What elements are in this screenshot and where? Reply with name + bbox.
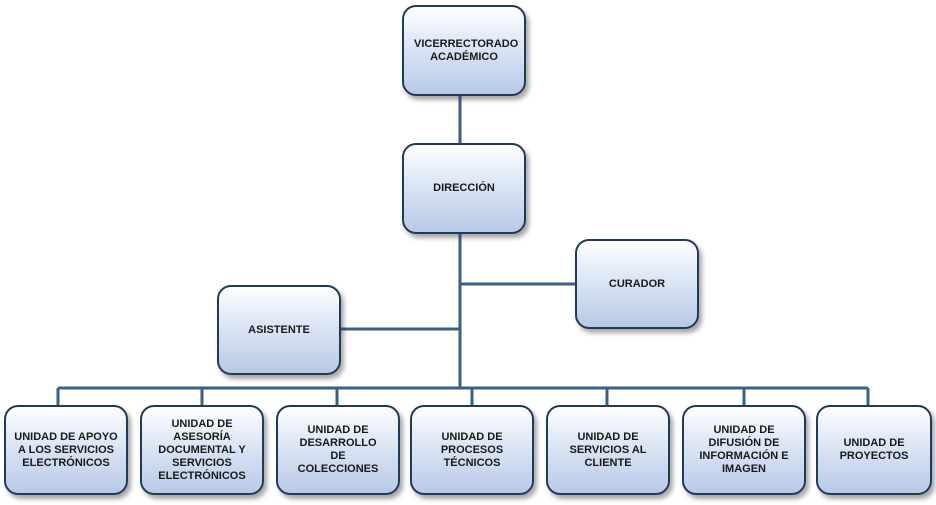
node-label: UNIDAD DE DESARROLLO DE COLECCIONES <box>297 424 379 475</box>
node-label: UNIDAD DE PROYECTOS <box>839 437 909 462</box>
node-unidad-servicios-cliente: UNIDAD DE SERVICIOS AL CLIENTE <box>546 405 670 495</box>
node-label: ASISTENTE <box>248 323 310 336</box>
node-label: UNIDAD DE DIFUSIÓN DE INFORMACIÓN E IMAG… <box>699 424 789 475</box>
node-label: VICERRECTORADO ACADÉMICO <box>414 37 519 63</box>
node-unidad-proyectos: UNIDAD DE PROYECTOS <box>816 405 932 495</box>
node-curador: CURADOR <box>575 239 699 329</box>
node-unidad-desarrollo-colecciones: UNIDAD DE DESARROLLO DE COLECCIONES <box>276 405 400 495</box>
node-label: UNIDAD DE SERVICIOS AL CLIENTE <box>569 430 647 469</box>
node-label: UNIDAD DE APOYO A LOS SERVICIOS ELECTRÓN… <box>14 430 118 469</box>
node-label: UNIDAD DE ASESORÍA DOCUMENTAL Y SERVICIO… <box>158 417 246 482</box>
node-vicerrectorado-academico: VICERRECTORADO ACADÉMICO <box>402 5 526 96</box>
node-unidad-procesos-tecnicos: UNIDAD DE PROCESOS TÉCNICOS <box>410 405 534 495</box>
node-label: UNIDAD DE PROCESOS TÉCNICOS <box>440 430 504 469</box>
node-unidad-apoyo-servicios-electronicos: UNIDAD DE APOYO A LOS SERVICIOS ELECTRÓN… <box>4 405 128 495</box>
node-unidad-difusion-informacion: UNIDAD DE DIFUSIÓN DE INFORMACIÓN E IMAG… <box>682 405 806 495</box>
node-asistente: ASISTENTE <box>217 285 341 375</box>
node-label: CURADOR <box>608 277 666 290</box>
node-label: DIRECCIÓN <box>433 182 495 194</box>
node-direccion: DIRECCIÓN <box>402 143 526 234</box>
node-unidad-asesoria-documental: UNIDAD DE ASESORÍA DOCUMENTAL Y SERVICIO… <box>140 405 264 495</box>
